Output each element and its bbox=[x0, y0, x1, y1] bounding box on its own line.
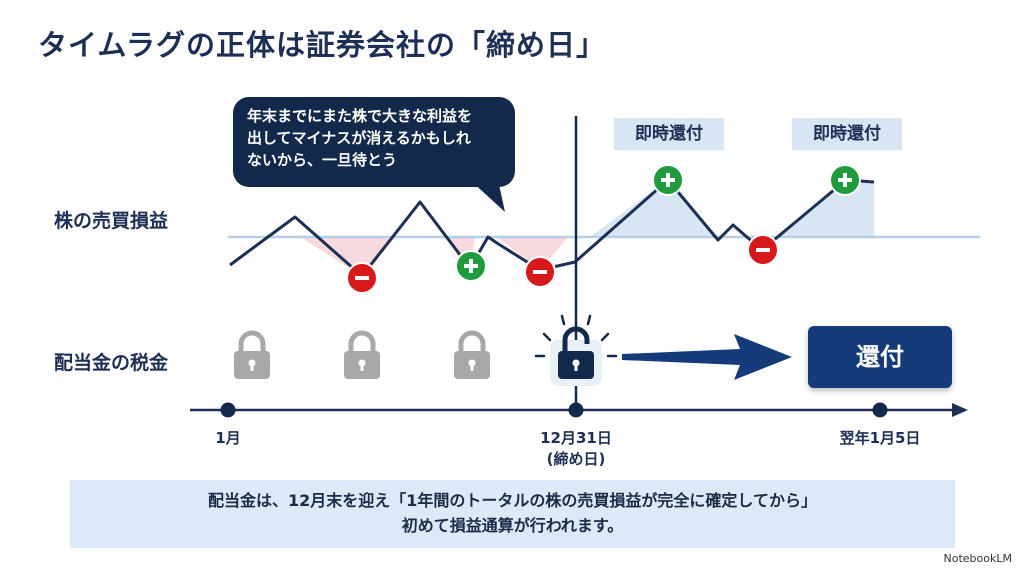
explanation-note: 配当金は、12月末を迎え「1年間のトータルの株の売買損益が完全に確定してから」 … bbox=[70, 480, 955, 548]
stock-gain-loss-label: 株の売買損益 bbox=[54, 210, 169, 232]
brand-watermark: NotebookLM bbox=[943, 552, 1012, 565]
gain-area-1 bbox=[590, 180, 718, 237]
timeline-arrowhead bbox=[952, 403, 968, 417]
timeline-label-cutoff-note: (締め日) bbox=[546, 450, 606, 468]
timeline-point-end bbox=[872, 402, 888, 418]
minus-circle-icon bbox=[747, 234, 779, 266]
immediate-refund-tag: 即時還付 bbox=[614, 118, 724, 150]
bubble-line: 出してマイナスが消えるかもしれ bbox=[247, 129, 471, 147]
timeline-label-end: 翌年1月5日 bbox=[839, 429, 921, 447]
plus-circle-icon bbox=[829, 164, 861, 196]
arrow-right-icon bbox=[622, 334, 792, 380]
dividend-tax-label: 配当金の税金 bbox=[54, 352, 169, 374]
padlock-locked-icon bbox=[454, 330, 490, 379]
speech-bubble: 年末までにまた株で大きな利益を 出してマイナスが消えるかもしれ ないから、一旦待… bbox=[233, 97, 515, 187]
note-line: 初めて損益通算が行われます。 bbox=[401, 516, 624, 535]
immediate-refund-tag: 即時還付 bbox=[792, 118, 902, 150]
minus-circle-icon bbox=[346, 262, 378, 294]
minus-circle-icon bbox=[524, 256, 556, 288]
padlock-locked-icon bbox=[344, 330, 380, 379]
timeline-point-cutoff bbox=[568, 402, 584, 418]
bubble-line: ないから、一旦待とう bbox=[247, 151, 398, 169]
padlock-locked-icon bbox=[234, 330, 270, 379]
page-title: タイムラグの正体は証券会社の「締め日」 bbox=[38, 28, 606, 62]
loss-area-3 bbox=[497, 237, 568, 270]
plus-circle-icon bbox=[455, 250, 487, 282]
plus-circle-icon bbox=[652, 164, 684, 196]
bubble-tail bbox=[470, 180, 505, 212]
timeline-point-start bbox=[220, 402, 236, 418]
refund-box: 還付 bbox=[808, 326, 952, 388]
timeline-label-cutoff: 12月31日 bbox=[540, 429, 612, 447]
padlock-unlocked-icon bbox=[534, 314, 618, 386]
gain-area-2 bbox=[780, 180, 874, 237]
timeline-label-start: 1月 bbox=[215, 429, 241, 447]
note-line: 配当金は、12月末を迎え「1年間のトータルの株の売買損益が完全に確定してから」 bbox=[208, 491, 817, 510]
bubble-line: 年末までにまた株で大きな利益を bbox=[247, 107, 473, 125]
